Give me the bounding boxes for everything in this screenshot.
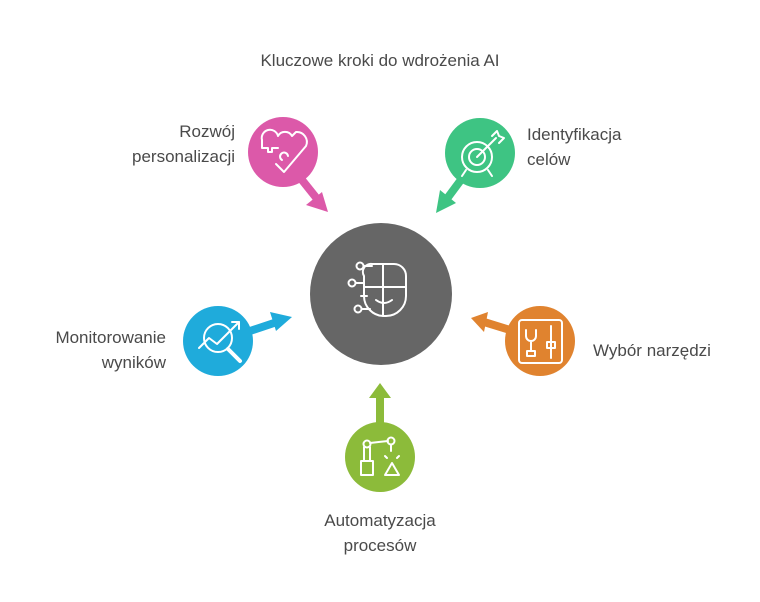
ai-face-circuit-icon — [347, 261, 407, 317]
step-monitoring: Monitorowanie wyników — [55, 306, 253, 376]
robot-arm-icon — [360, 436, 400, 476]
tools-panel-icon — [518, 319, 563, 364]
step-goals-label-1: Identyfikacja — [527, 125, 622, 144]
step-automation-label-1: Automatyzacja — [324, 511, 436, 530]
step-monitoring-label-2: wyników — [101, 353, 167, 372]
puzzle-heart-icon — [260, 128, 308, 173]
step-automation: Automatyzacja procesów — [324, 422, 436, 555]
center-node — [310, 223, 452, 365]
step-goals-label-2: celów — [527, 150, 571, 169]
step-tools: Wybór narzędzi — [505, 306, 711, 376]
target-arrow-icon — [461, 130, 505, 177]
step-personalization: Rozwój personalizacji — [132, 117, 318, 187]
step-goals: Identyfikacja celów — [445, 118, 622, 188]
diagram-title: Kluczowe kroki do wdrożenia AI — [260, 51, 499, 70]
step-personalization-label-2: personalizacji — [132, 147, 235, 166]
step-tools-label: Wybór narzędzi — [593, 341, 711, 360]
step-automation-label-2: procesów — [344, 536, 417, 555]
step-monitoring-label-1: Monitorowanie — [55, 328, 166, 347]
step-personalization-label-1: Rozwój — [179, 122, 235, 141]
chart-magnifier-icon — [198, 321, 242, 363]
